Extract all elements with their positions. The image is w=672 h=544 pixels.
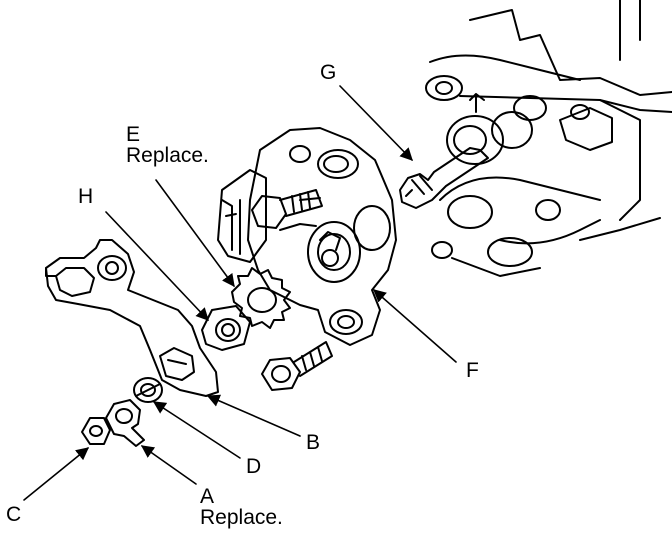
leader-d: [152, 401, 241, 459]
switch-body-f: [217, 127, 397, 346]
label-a-letter: A: [200, 485, 215, 508]
leader-g: [339, 85, 413, 161]
label-b: B: [306, 432, 320, 453]
label-b-letter: B: [306, 431, 321, 454]
lever-b: [45, 239, 219, 397]
lower-bolt: [261, 341, 333, 391]
leader-f: [373, 289, 457, 363]
label-a: A Replace.: [200, 486, 283, 528]
shaft-g: [399, 147, 489, 209]
label-h: H: [78, 186, 93, 207]
label-e-note: Replace.: [126, 144, 209, 167]
leader-c: [23, 447, 89, 501]
label-f-letter: F: [466, 359, 479, 382]
label-d: D: [246, 456, 261, 477]
leader-h: [105, 211, 209, 321]
lock-plate-a: [105, 399, 145, 447]
label-h-letter: H: [78, 185, 94, 208]
label-e-letter: E: [126, 123, 141, 146]
leader-lines: [23, 85, 457, 501]
label-g-letter: G: [320, 61, 337, 84]
nut-h: [201, 305, 251, 351]
label-a-note: Replace.: [200, 506, 283, 529]
nut-c: [81, 417, 111, 445]
label-e: E Replace.: [126, 124, 209, 166]
lock-washer-e: [231, 267, 291, 329]
label-g: G: [320, 62, 336, 83]
leader-e: [155, 179, 235, 288]
leader-b: [206, 394, 301, 437]
label-c-letter: C: [6, 503, 22, 526]
upper-bolt: [251, 189, 323, 229]
label-c: C: [6, 504, 21, 525]
washer-d: [133, 377, 163, 403]
label-f: F: [466, 360, 479, 381]
transmission-housing: [425, 0, 672, 277]
leader-a: [140, 445, 197, 485]
label-d-letter: D: [246, 455, 262, 478]
